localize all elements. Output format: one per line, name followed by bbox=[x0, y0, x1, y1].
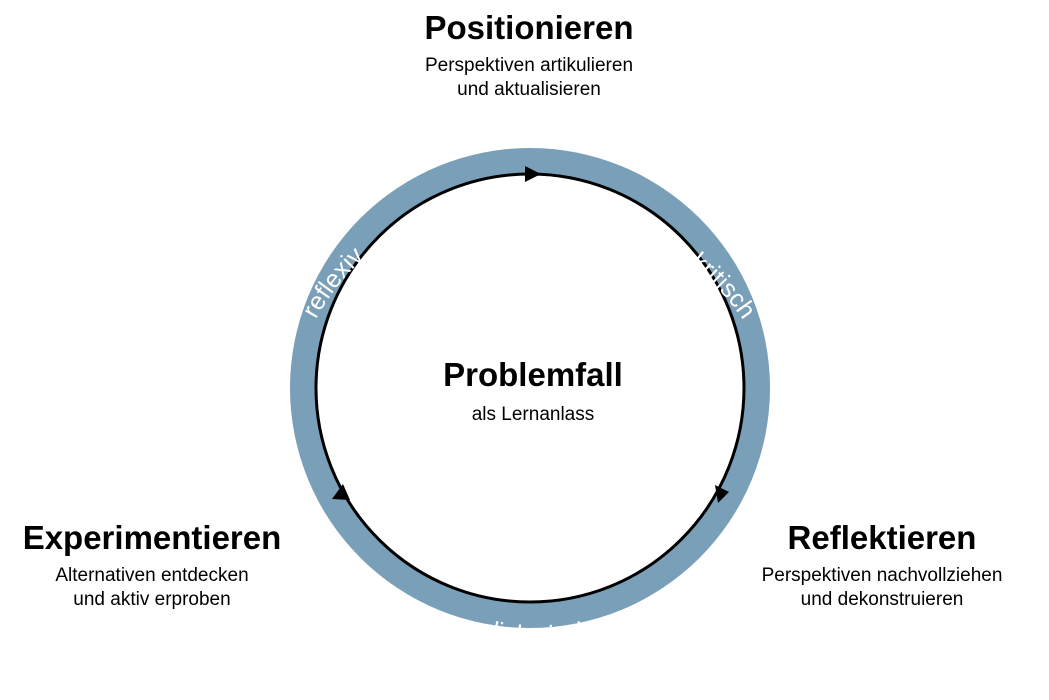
node-description-line: und aktiv erproben bbox=[73, 589, 231, 611]
arrow-left-icon bbox=[332, 484, 350, 500]
node-description-line: Perspektiven artikulieren bbox=[424, 55, 634, 77]
node-experimentieren: Experimentieren Alternativen entdecken u… bbox=[2, 519, 302, 612]
node-description-line: und aktualisieren bbox=[457, 79, 601, 101]
center-title: Problemfall bbox=[443, 356, 623, 393]
node-problemfall: Problemfall als Lernanlass bbox=[383, 356, 683, 427]
node-positionieren: Positionieren Perspektiven artikulieren … bbox=[379, 9, 679, 102]
arrow-right-icon bbox=[715, 485, 729, 503]
cycle-inner-disc bbox=[316, 174, 744, 602]
node-description: Perspektiven nachvollziehen und dekonstr… bbox=[732, 564, 1032, 612]
node-description-line: Alternativen entdecken bbox=[55, 565, 249, 587]
node-title: Experimentieren bbox=[22, 519, 282, 556]
node-description: Perspektiven artikulieren und aktualisie… bbox=[379, 54, 679, 102]
node-reflektieren: Reflektieren Perspektiven nachvollziehen… bbox=[732, 519, 1032, 612]
node-description-line: und dekonstruieren bbox=[800, 589, 964, 611]
node-title: Reflektieren bbox=[787, 519, 977, 556]
node-description: Alternativen entdecken und aktiv erprobe… bbox=[2, 564, 302, 612]
center-subtitle: als Lernanlass bbox=[471, 404, 595, 426]
node-description-line: Perspektiven nachvollziehen bbox=[761, 565, 1003, 587]
node-title: Positionieren bbox=[424, 9, 634, 46]
arrow-top-icon bbox=[525, 166, 541, 182]
